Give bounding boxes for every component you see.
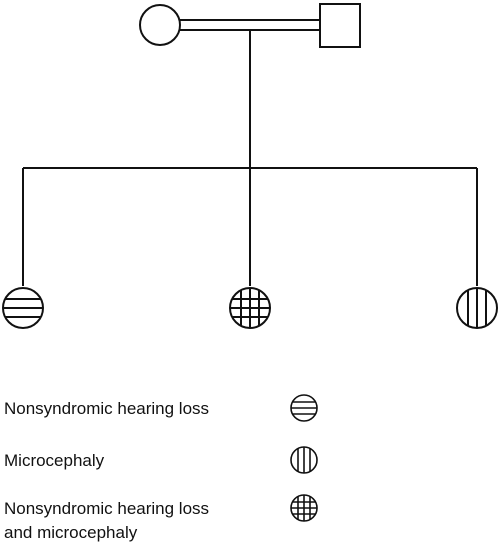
legend-grid-symbol: [290, 494, 318, 522]
marriage-line: [180, 19, 320, 31]
legend-horizontal-stripes-symbol: [290, 394, 318, 422]
child-3-circle: [456, 287, 498, 329]
mother-circle: [139, 4, 181, 46]
legend-label-hearing-loss: Nonsyndromic hearing loss: [4, 399, 210, 418]
father-square: [319, 3, 361, 48]
child-1-circle: [2, 287, 44, 329]
legend-label-combined-line2: and microcephaly: [4, 523, 138, 542]
child-2-circle: [229, 287, 271, 329]
legend-vertical-stripes-symbol: [290, 446, 318, 474]
legend-label-combined-line1: Nonsyndromic hearing loss: [4, 499, 210, 518]
legend-label-microcephaly: Microcephaly: [4, 451, 105, 470]
